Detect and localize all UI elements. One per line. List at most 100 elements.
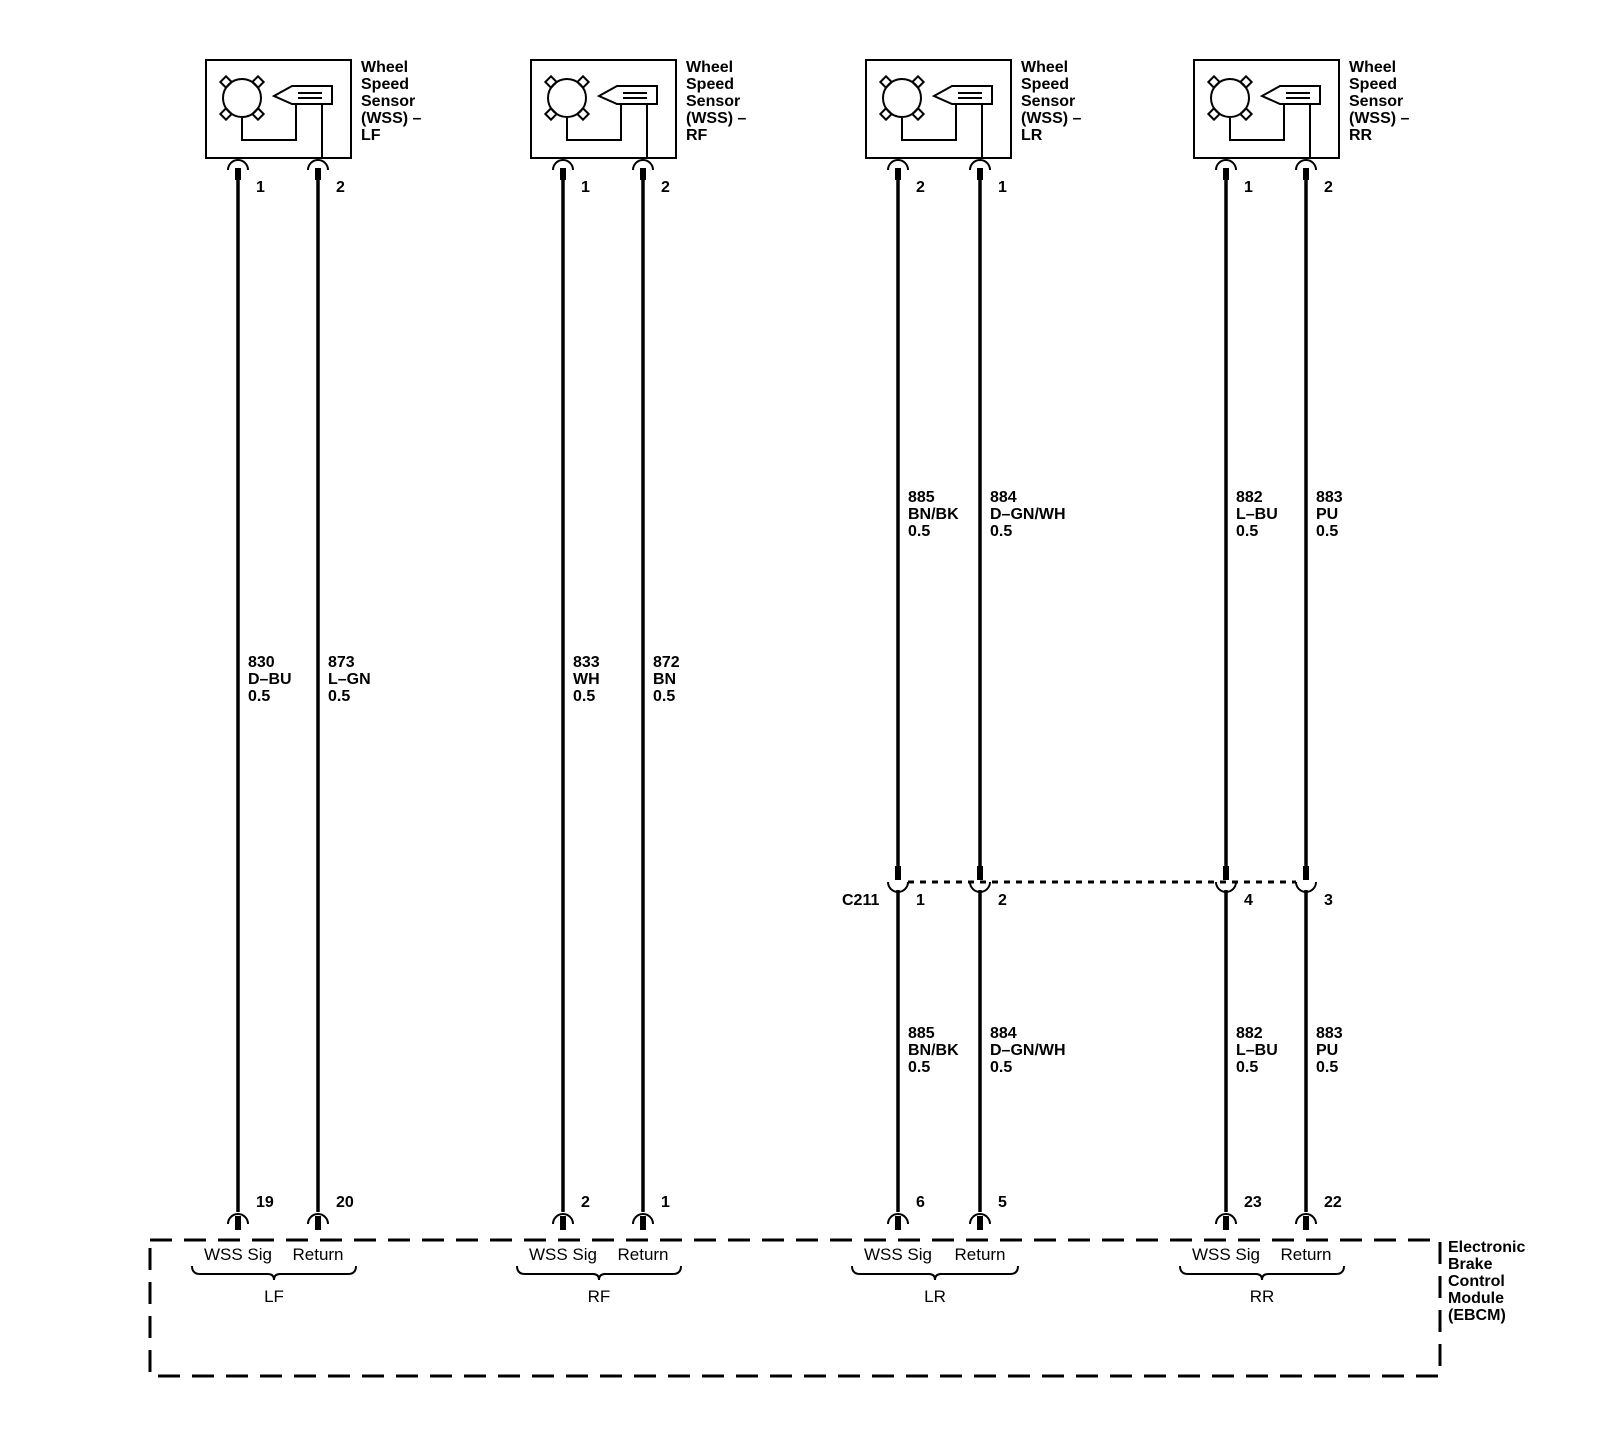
ebcm-pin-number: 20 — [336, 1194, 354, 1211]
ebcm-pin-stub — [1303, 1216, 1309, 1230]
ebcm-label-line: Module — [1448, 1290, 1504, 1307]
sensor-pin-cup — [227, 159, 249, 171]
wire-size: 0.5 — [990, 1059, 1012, 1076]
sensor-label-line: Speed — [686, 76, 734, 93]
ebcm-pin-number: 23 — [1244, 1194, 1262, 1211]
wire-color: D–GN/WH — [990, 1042, 1066, 1059]
ebcm-pin-number: 22 — [1324, 1194, 1342, 1211]
ebcm-function-label: Return — [292, 1245, 343, 1264]
sensor-box-2 — [530, 59, 677, 159]
wire-size: 0.5 — [1236, 1059, 1258, 1076]
sensor-pin-number: 2 — [916, 179, 925, 196]
wire-color: L–BU — [1236, 506, 1278, 523]
sensor-pin-number: 2 — [336, 179, 345, 196]
ebcm-pin-number: 5 — [998, 1194, 1007, 1211]
tone-tooth — [878, 74, 894, 90]
sensor-pin-number: 2 — [661, 179, 670, 196]
sensor-pin-cup — [1215, 159, 1237, 171]
sensor-pickup-1 — [271, 85, 333, 105]
sensor-pin-stub — [1303, 168, 1309, 180]
sensor-pin-number: 1 — [998, 179, 1007, 196]
wire-circuit-number: 872 — [653, 654, 680, 671]
sensor-lead-a — [901, 104, 957, 141]
ebcm-label-line: Control — [1448, 1273, 1505, 1290]
wire-size: 0.5 — [1236, 523, 1258, 540]
wire-color: L–GN — [328, 671, 371, 688]
sensor-pin-number: 1 — [256, 179, 265, 196]
sensor-label-line: RR — [1349, 127, 1373, 144]
wire-color: BN/BK — [908, 506, 959, 523]
sensor-pin-stub — [235, 168, 241, 180]
tone-tooth — [250, 106, 266, 122]
sensor-pin-cup — [307, 159, 329, 171]
wire-circuit-number: 885 — [908, 1025, 935, 1042]
wire-color: BN/BK — [908, 1042, 959, 1059]
wire-size: 0.5 — [653, 688, 675, 705]
ebcm-group-brace — [516, 1265, 682, 1281]
c211-pin-number: 2 — [998, 892, 1007, 909]
sensor-label-line: LR — [1021, 127, 1043, 144]
sensor-label-line: LF — [361, 127, 381, 144]
sensor-lead-a — [241, 104, 297, 141]
ebcm-pin-number: 6 — [916, 1194, 925, 1211]
sensor-box-1 — [205, 59, 352, 159]
wire-circuit-number: 883 — [1316, 489, 1343, 506]
ebcm-pin-stub — [977, 1216, 983, 1230]
tone-tooth — [1238, 74, 1254, 90]
wire-circuit-number: 884 — [990, 489, 1017, 506]
ebcm-function-label: WSS Sig — [529, 1245, 597, 1264]
wire-color: PU — [1316, 1042, 1338, 1059]
wire-circuit-number: 882 — [1236, 489, 1263, 506]
wire-color: D–BU — [248, 671, 292, 688]
tone-tooth — [878, 106, 894, 122]
sensor-lead-a — [1229, 104, 1285, 141]
ebcm-function-label: Return — [954, 1245, 1005, 1264]
sensor-box-3 — [865, 59, 1012, 159]
c211-stub — [977, 866, 983, 880]
sensor-pin-stub — [977, 168, 983, 180]
wire-size: 0.5 — [573, 688, 595, 705]
sensor-pin-stub — [895, 168, 901, 180]
ebcm-pin-cup — [969, 1213, 991, 1225]
tone-tooth — [218, 74, 234, 90]
wire-circuit-number: 885 — [908, 489, 935, 506]
c211-stub — [1223, 866, 1229, 880]
sensor-coil-1 — [298, 92, 322, 99]
ebcm-group-label: LF — [264, 1287, 284, 1306]
c211-cup — [1295, 881, 1317, 893]
ebcm-pin-stub — [1223, 1216, 1229, 1230]
c211-stub — [1303, 866, 1309, 880]
sensor-pickup-2 — [596, 85, 658, 105]
tone-tooth — [575, 106, 591, 122]
ebcm-pin-cup — [632, 1213, 654, 1225]
ebcm-group-label: RR — [1250, 1287, 1275, 1306]
tone-tooth — [1206, 74, 1222, 90]
sensor-pin-stub — [560, 168, 566, 180]
sensor-coil-4 — [1286, 92, 1310, 99]
tone-tooth — [910, 74, 926, 90]
tone-tooth — [910, 106, 926, 122]
ebcm-pin-stub — [560, 1216, 566, 1230]
ebcm-pin-cup — [1215, 1213, 1237, 1225]
sensor-pin-stub — [640, 168, 646, 180]
sensor-label-line: Wheel — [1349, 59, 1396, 76]
sensor-label-line: Wheel — [361, 59, 408, 76]
wire-circuit-number: 873 — [328, 654, 355, 671]
tone-wheel-3 — [882, 78, 922, 118]
tone-tooth — [575, 74, 591, 90]
wire-color: PU — [1316, 506, 1338, 523]
tone-tooth — [543, 106, 559, 122]
ebcm-pin-cup — [227, 1213, 249, 1225]
sensor-label-line: Wheel — [1021, 59, 1068, 76]
ebcm-pin-number: 19 — [256, 1194, 274, 1211]
c211-stub — [895, 866, 901, 880]
ebcm-pin-cup — [887, 1213, 909, 1225]
wire-circuit-number: 883 — [1316, 1025, 1343, 1042]
ebcm-pin-number: 1 — [661, 1194, 670, 1211]
c211-name: C211 — [842, 892, 879, 909]
wire-circuit-number: 882 — [1236, 1025, 1263, 1042]
tone-tooth — [1206, 106, 1222, 122]
ebcm-group-label: RF — [588, 1287, 611, 1306]
sensor-label-line: (WSS) – — [361, 110, 422, 127]
